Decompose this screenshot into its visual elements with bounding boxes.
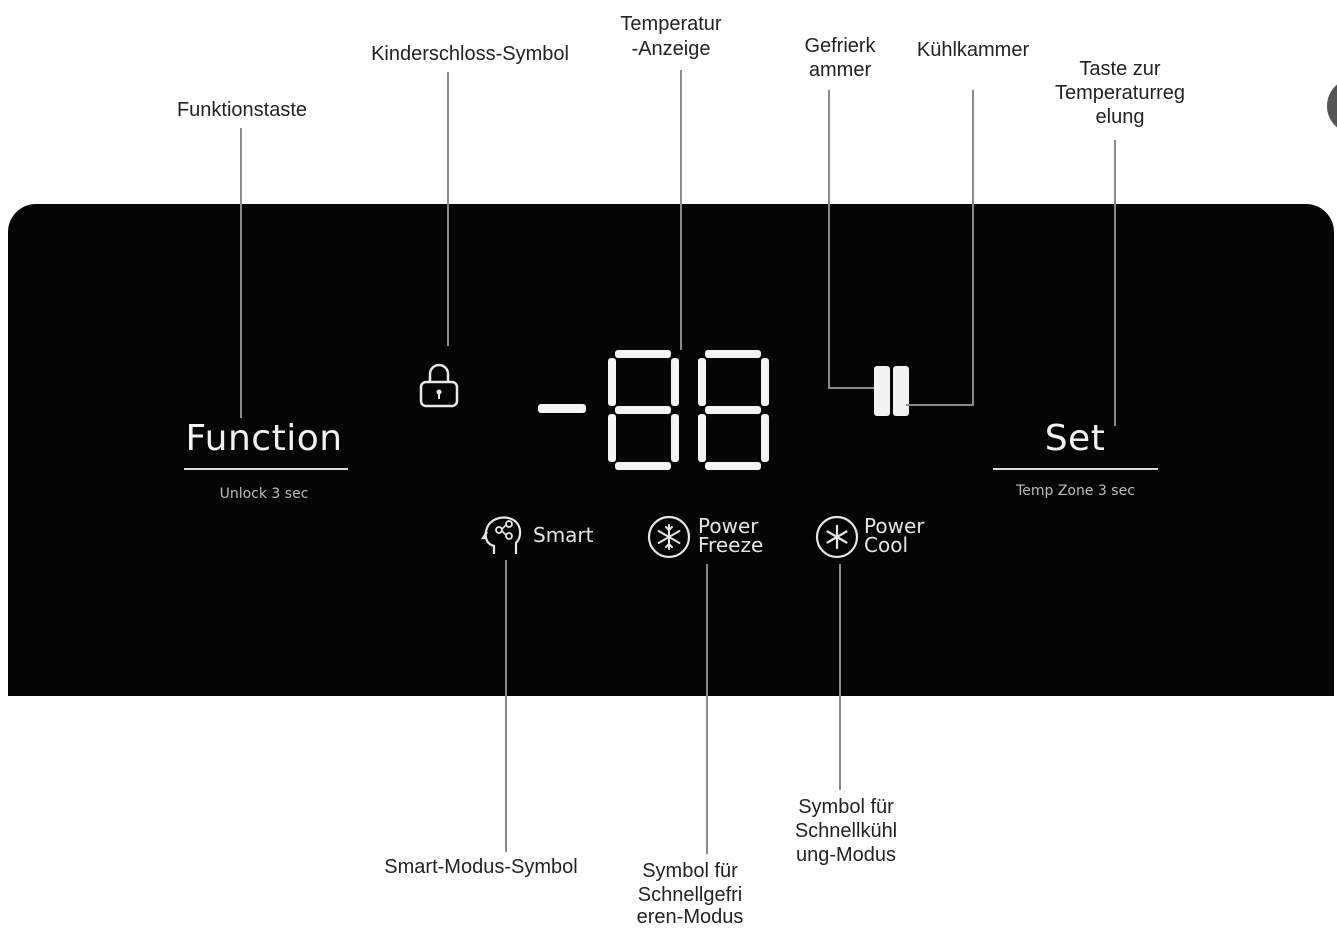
snowflake-icon <box>647 515 691 559</box>
lock-icon <box>419 363 459 408</box>
smart-mode-label: Smart <box>533 523 594 547</box>
leader-kuehl-vertical <box>972 90 974 406</box>
leader-taste <box>1114 140 1116 426</box>
function-button[interactable]: Function <box>185 418 343 459</box>
callout-temperatur-2: -Anzeige <box>631 38 711 60</box>
zone-indicator-icon <box>874 366 909 416</box>
callout-schnellgefrier-3: eren-Modus <box>636 906 744 928</box>
set-sub-label: Temp Zone 3 sec <box>1016 483 1135 499</box>
callout-schnellkuehl-2: Schnellkühl <box>794 820 898 842</box>
power-freeze-label-1: Power <box>698 514 759 538</box>
side-tab <box>1327 78 1337 134</box>
callout-temperatur-1: Temperatur <box>620 13 722 35</box>
set-underline <box>993 468 1158 470</box>
callout-taste-1: Taste zur <box>1079 58 1161 80</box>
head-icon <box>480 516 522 554</box>
function-underline <box>184 468 348 470</box>
callout-taste-2: Temperaturreg <box>1054 82 1186 104</box>
leader-schnellkuehl <box>839 564 841 790</box>
control-panel: Function Unlock 3 sec Set Temp Zone 3 se… <box>8 204 1334 696</box>
power-freeze-label-2: Freeze <box>698 533 764 557</box>
callout-schnellkuehl-1: Symbol für <box>798 796 894 818</box>
callout-schnellgefrier-1: Symbol für <box>642 860 738 882</box>
leader-temperatur <box>680 70 682 350</box>
callout-gefrier-2: ammer <box>808 59 872 81</box>
callout-taste-3: elung <box>1095 106 1145 128</box>
power-cool-label-2: Cool <box>864 533 908 557</box>
temperature-display <box>538 350 769 470</box>
callout-smart-modus: Smart-Modus-Symbol <box>384 856 578 878</box>
leader-gefrier-horizontal <box>828 387 874 389</box>
leader-schnellgefrier <box>706 564 708 854</box>
leader-kinderschloss <box>447 72 449 346</box>
leader-kuehl-horizontal <box>906 404 974 406</box>
leader-smart <box>505 560 507 852</box>
callout-schnellgefrier-2: Schnellgefri <box>637 884 743 906</box>
set-button[interactable]: Set <box>1044 418 1106 459</box>
leader-funktionstaste <box>240 128 242 418</box>
callout-kinderschloss: Kinderschloss-Symbol <box>371 43 569 65</box>
callout-schnellkuehl-3: ung-Modus <box>795 844 897 866</box>
function-sub-label: Unlock 3 sec <box>219 486 309 502</box>
callout-funktionstaste: Funktionstaste <box>176 99 308 121</box>
callout-gefrier-1: Gefrierk <box>804 35 876 57</box>
power-cool-label-1: Power <box>864 514 925 538</box>
asterisk-icon <box>815 515 859 559</box>
leader-gefrier-vertical <box>828 90 830 388</box>
callout-kuehlkammer: Kühlkammer <box>916 39 1030 61</box>
